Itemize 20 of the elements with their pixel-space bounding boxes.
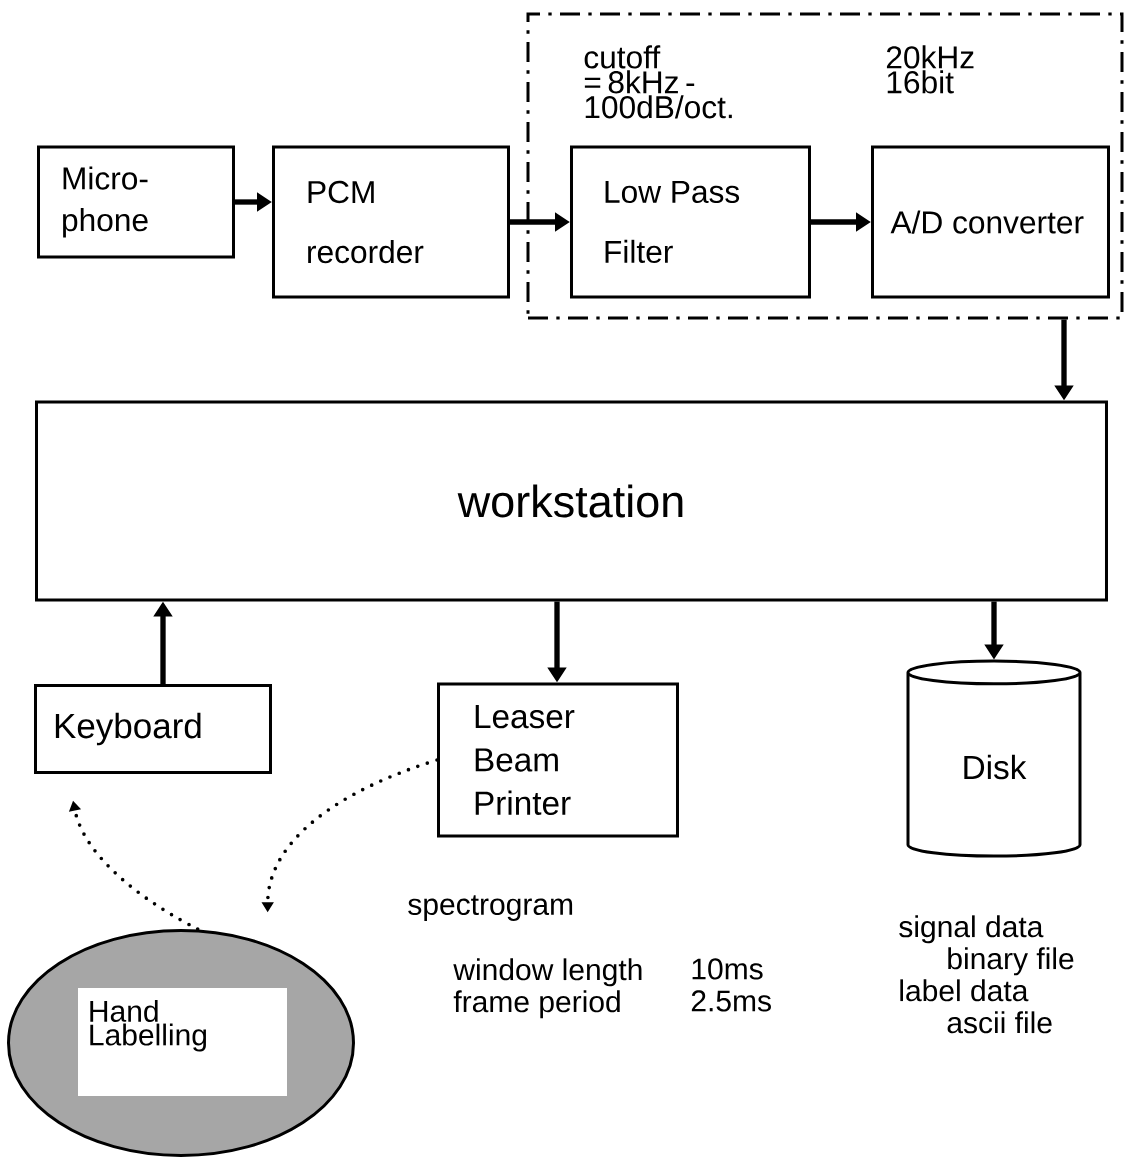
annotation: 20kHz 16bit xyxy=(886,45,974,94)
process-box: PCM recorder xyxy=(272,145,510,299)
process-box: A/D converter xyxy=(871,145,1110,299)
label: 2.5ms xyxy=(691,990,771,1012)
label: 10ms xyxy=(692,958,763,980)
disk-cylinder: Disk xyxy=(906,659,1082,858)
label: ascii file xyxy=(947,1011,1052,1034)
dashed-boundary xyxy=(526,12,1124,320)
process-box: Micro- phone xyxy=(37,145,235,259)
process-box: Keyboard xyxy=(34,684,272,774)
process-box: Leaser Beam Printer xyxy=(437,682,679,838)
label: binary file xyxy=(948,947,1074,976)
label: frame period xyxy=(453,990,620,1019)
label: signal data xyxy=(899,915,1044,944)
process-box: Low Pass Filter xyxy=(570,145,811,299)
label: label data xyxy=(900,979,1029,1002)
label: spectrogram xyxy=(408,895,573,921)
workstation-box: workstation xyxy=(35,400,1108,602)
annotation: cutoff = 8kHz -100dB/oct. xyxy=(584,45,732,119)
label: window length xyxy=(453,958,642,987)
